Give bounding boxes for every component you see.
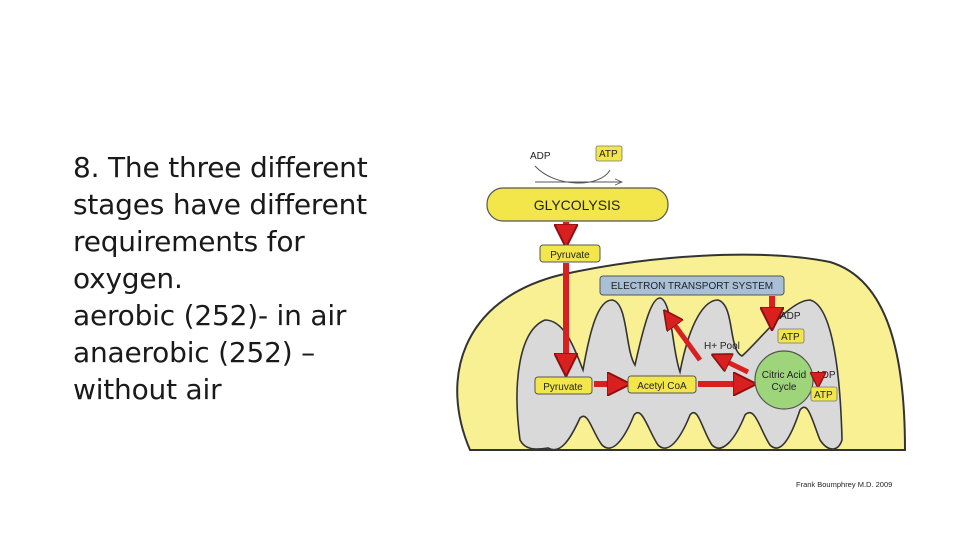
atp-box-top (595, 145, 623, 162)
atp-label-ets: ATP (781, 332, 800, 343)
acetyl-coa-box (627, 375, 697, 394)
hpool-to-ets-arrow (666, 313, 703, 362)
atp-box-cycle (810, 386, 838, 402)
adp-label-top: ADP (530, 151, 551, 162)
pyruvate-label-bottom: Pyruvate (543, 382, 583, 393)
credit-label: Frank Boumphrey M.D. 2009 (796, 480, 892, 489)
text-line: stages have different (73, 188, 367, 221)
atp-label-top: ATP (599, 149, 618, 160)
ets-label: ELECTRON TRANSPORT SYSTEM (611, 281, 773, 292)
ets-box (599, 275, 785, 296)
glycolysis-label: GLYCOLYSIS (534, 197, 621, 213)
adp-label-ets: ADP (780, 311, 801, 322)
text-line: oxygen. (73, 262, 183, 295)
glycolysis-box (486, 187, 669, 222)
adp-atp-curve (534, 165, 611, 184)
atp-label-cycle: ATP (814, 390, 833, 401)
text-line: 8. The three different (73, 151, 368, 184)
pyruvate-box-top (539, 244, 601, 263)
pyruvate-label-top: Pyruvate (550, 250, 590, 261)
text-line: anaerobic (252) – (73, 336, 315, 369)
citric-label-line1: Citric Acid (762, 370, 806, 381)
cycle-to-hpool-arrow (715, 356, 750, 375)
text-line: without air (73, 373, 222, 406)
h-pool-label: H+ Pool (704, 341, 740, 352)
text-line: aerobic (252)- in air (73, 299, 347, 332)
acetyl-coa-label: Acetyl CoA (637, 381, 687, 392)
slide-text: 8. The three different stages have diffe… (73, 149, 413, 408)
pyruvate-box-bottom (534, 376, 593, 395)
mitochondrion-inner (516, 297, 843, 451)
adp-label-cycle: ADP (815, 370, 836, 381)
atp-box-ets (777, 328, 805, 344)
citric-label-line2: Cycle (771, 382, 796, 393)
text-line: requirements for (73, 225, 305, 258)
